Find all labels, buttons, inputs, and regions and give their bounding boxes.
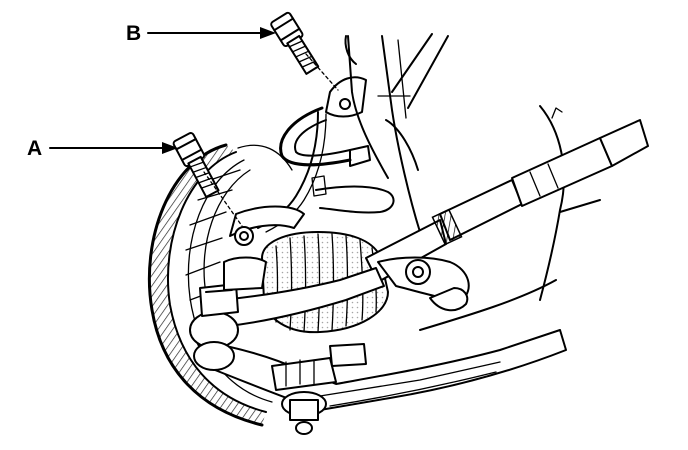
ball-joint	[189, 283, 367, 435]
install-guides	[203, 53, 339, 227]
bolt-b	[270, 11, 320, 75]
knuckle-body	[344, 33, 601, 331]
bolt-a	[172, 132, 220, 198]
brake-hose	[279, 76, 371, 167]
lower-control-arm	[195, 329, 567, 411]
callout-b: B	[126, 22, 276, 45]
callout-a: A	[27, 137, 178, 160]
callout-b-label: B	[126, 22, 141, 45]
callout-a-label: A	[27, 137, 42, 160]
tie-rod	[221, 256, 470, 327]
knuckle-arm	[223, 205, 305, 291]
